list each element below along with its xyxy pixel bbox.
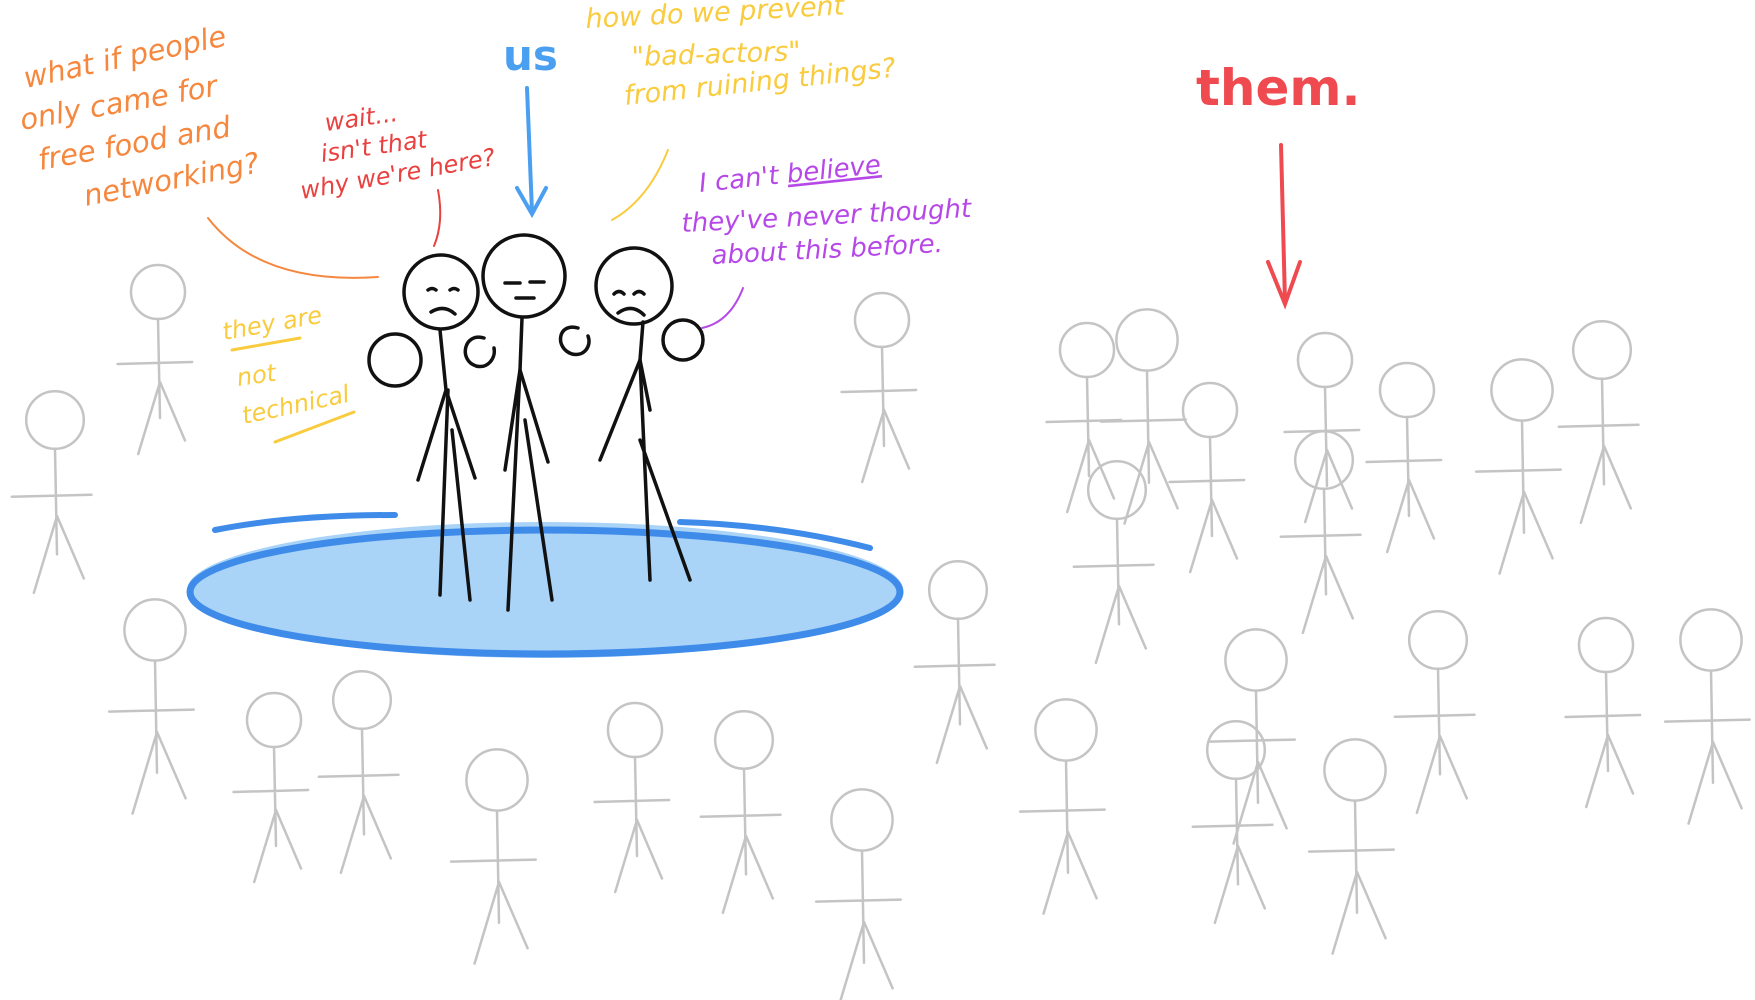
- us-arrow-icon: [515, 86, 548, 219]
- crowd-person: [107, 598, 196, 815]
- crowd-person: [699, 709, 782, 915]
- us-figure-left: [367, 253, 497, 602]
- crowd-person: [1474, 358, 1563, 575]
- crowd-person: [1557, 319, 1640, 525]
- crowd-person: [1283, 331, 1361, 524]
- crowd-person: [1191, 719, 1274, 925]
- crowd-person: [814, 788, 903, 1000]
- crowd-person: [1307, 738, 1396, 955]
- crowd-person: [1099, 308, 1188, 525]
- note-believe: I can't believe they've never thought ab…: [681, 150, 973, 271]
- us-label: us: [503, 31, 558, 80]
- crowd-person: [1663, 608, 1752, 825]
- crowd-person: [1208, 628, 1297, 845]
- note-underlines: [230, 336, 356, 444]
- them-arrow-icon: [1266, 143, 1302, 310]
- note-emphasis: believe: [785, 150, 882, 190]
- note-line: not: [235, 359, 279, 392]
- them-label: them.: [1196, 59, 1361, 117]
- note-bad-actors: how do we prevent "bad-actors" from ruin…: [585, 0, 898, 112]
- spotlight-pool: [186, 512, 904, 658]
- crowd-them: [10, 263, 1752, 1000]
- crowd-person: [913, 559, 996, 765]
- us-figure-right: [594, 246, 705, 582]
- crowd-person: [1168, 381, 1246, 574]
- note-line: they are: [220, 301, 324, 346]
- crowd-person: [1393, 609, 1476, 815]
- note-prefix: I can't: [698, 160, 789, 199]
- note-not-technical: they are not technical: [220, 301, 352, 430]
- note-line: "bad-actors": [631, 36, 801, 73]
- crowd-person: [116, 263, 194, 456]
- crowd-person: [317, 669, 400, 875]
- crowd-person: [232, 691, 310, 884]
- note-line: how do we prevent: [585, 0, 847, 35]
- crowd-person: [1365, 361, 1443, 554]
- crowd-person: [449, 748, 538, 965]
- note-free-food: what if people only came for free food a…: [17, 19, 262, 213]
- us-figures: [367, 233, 705, 612]
- crowd-person: [840, 291, 918, 484]
- crowd-person: [1564, 616, 1642, 809]
- us-figure-middle: [481, 233, 591, 612]
- note-wait: wait... isn't that why we're here?: [298, 99, 497, 205]
- crowd-person: [10, 389, 93, 595]
- speech-lines: [207, 149, 744, 329]
- note-line: I can't believe: [698, 150, 883, 199]
- crowd-person: [1018, 698, 1107, 915]
- crowd-person: [593, 701, 671, 894]
- crowd-person: [1279, 429, 1362, 635]
- crowd-person: [1045, 321, 1123, 514]
- crowd-person: [1072, 459, 1155, 665]
